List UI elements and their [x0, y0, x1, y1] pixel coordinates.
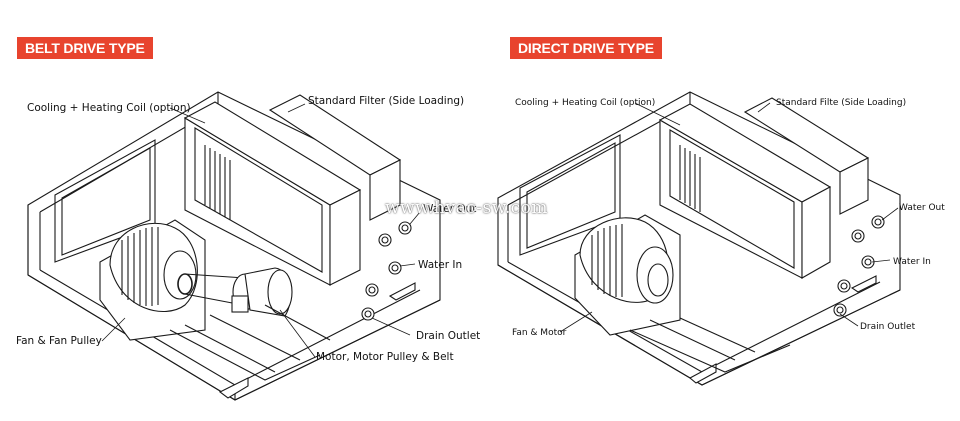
watermark: www.hvac-sw.com	[385, 198, 549, 218]
motor-label: Motor, Motor Pulley & Belt	[316, 351, 454, 363]
direct-drive-title: DIRECT DRIVE TYPE	[510, 37, 662, 59]
filter-label: Standard Filter (Side Loading)	[308, 95, 465, 107]
fan-label: Fan & Fan Pulley	[16, 335, 102, 347]
water-out-label: Water Out	[423, 203, 477, 215]
direct-drive-diagram	[497, 91, 901, 386]
water-in-label: Water In	[893, 257, 931, 267]
drain-outlet-label: Drain Outlet	[416, 330, 481, 342]
coil-label: Cooling + Heating Coil (option)	[515, 98, 656, 108]
belt-drive-diagram	[27, 91, 441, 401]
direct-drive-panel: DIRECT DRIVE TYPE	[480, 0, 960, 421]
drain-outlet-label: Drain Outlet	[860, 322, 916, 332]
fan-label: Fan & Motor	[512, 328, 567, 338]
coil-label: Cooling + Heating Coil (option)	[27, 102, 191, 114]
water-in-label: Water In	[418, 259, 463, 271]
filter-label: Standard Filte (Side Loading)	[776, 98, 907, 108]
belt-drive-title: BELT DRIVE TYPE	[17, 37, 153, 59]
belt-drive-panel: BELT DRIVE TYPE	[16, 37, 481, 401]
water-out-label: Water Out	[899, 203, 945, 213]
